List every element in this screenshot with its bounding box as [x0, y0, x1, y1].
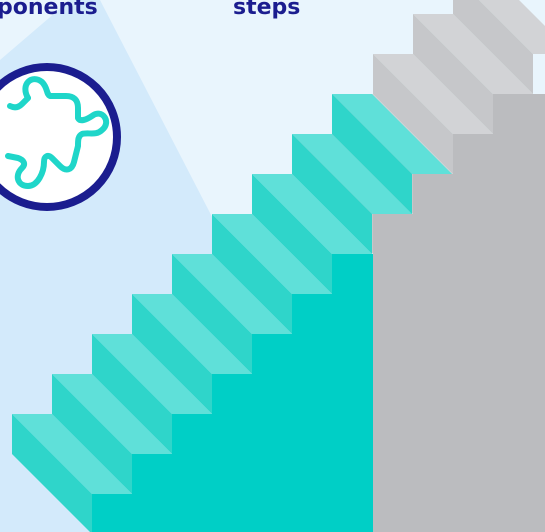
puzzle-badge [0, 67, 117, 207]
components-label: ponents [0, 0, 98, 22]
steps-label: steps [233, 0, 300, 22]
badge-circle [0, 67, 117, 207]
